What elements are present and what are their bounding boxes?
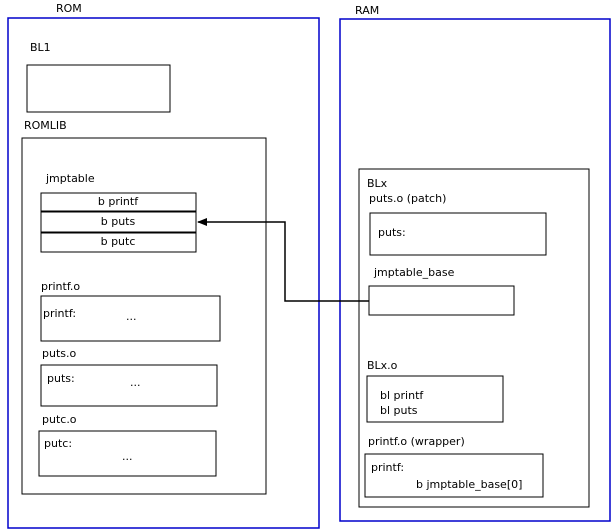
jmptable-entry-putc-text: b putc — [101, 235, 136, 248]
jmptable-entry-putc — [40, 232, 197, 253]
blx-o-line-2: bl puts — [380, 404, 418, 417]
rom-label: ROM — [56, 2, 82, 15]
jmptable-base-label: jmptable_base — [373, 266, 455, 279]
jmptable-label: jmptable — [45, 172, 95, 185]
printf-o-box — [40, 295, 221, 342]
puts-o-box — [40, 364, 218, 407]
printf-o-label: printf.o — [41, 280, 80, 293]
jmptable-entry-puts-text: b puts — [101, 215, 136, 228]
printf-wrapper-box — [364, 453, 544, 498]
blx-label: BLx — [367, 177, 388, 190]
putc-o-box — [38, 430, 217, 477]
romlib-label: ROMLIB — [24, 119, 67, 132]
puts-o-symbol: puts: — [47, 372, 75, 385]
printf-o-ellipsis: ... — [126, 310, 137, 323]
puts-patch-symbol: puts: — [378, 226, 406, 239]
printf-wrapper-symbol: printf: — [371, 461, 404, 474]
blx-box — [358, 168, 590, 508]
jmptable-base-box — [368, 285, 515, 316]
printf-wrapper-label: printf.o (wrapper) — [368, 435, 465, 448]
puts-o-label: puts.o — [42, 347, 76, 360]
putc-o-symbol: putc: — [44, 437, 72, 450]
puts-patch-label: puts.o (patch) — [369, 192, 446, 205]
jmptable-entry-printf-text: b printf — [98, 195, 139, 208]
putc-o-ellipsis: ... — [122, 450, 133, 463]
puts-patch-box — [369, 212, 547, 256]
bl1-box — [26, 64, 171, 113]
ram-region — [339, 18, 611, 522]
putc-o-label: putc.o — [42, 413, 77, 426]
rom-region — [7, 17, 320, 529]
blx-o-label: BLx.o — [367, 359, 398, 372]
jmptable-entry-printf — [40, 192, 197, 212]
printf-o-symbol: printf: — [43, 307, 76, 320]
puts-o-ellipsis: ... — [130, 376, 141, 389]
bl1-label: BL1 — [30, 41, 51, 54]
blx-o-box — [366, 375, 504, 423]
ram-label: RAM — [355, 4, 379, 17]
printf-wrapper-body: b jmptable_base[0] — [416, 478, 522, 491]
jmptable-base-to-jmptable-arrow — [197, 218, 369, 302]
jmptable-entry-puts — [40, 211, 197, 233]
blx-o-line-1: bl printf — [380, 389, 424, 402]
romlib-box — [21, 137, 267, 495]
